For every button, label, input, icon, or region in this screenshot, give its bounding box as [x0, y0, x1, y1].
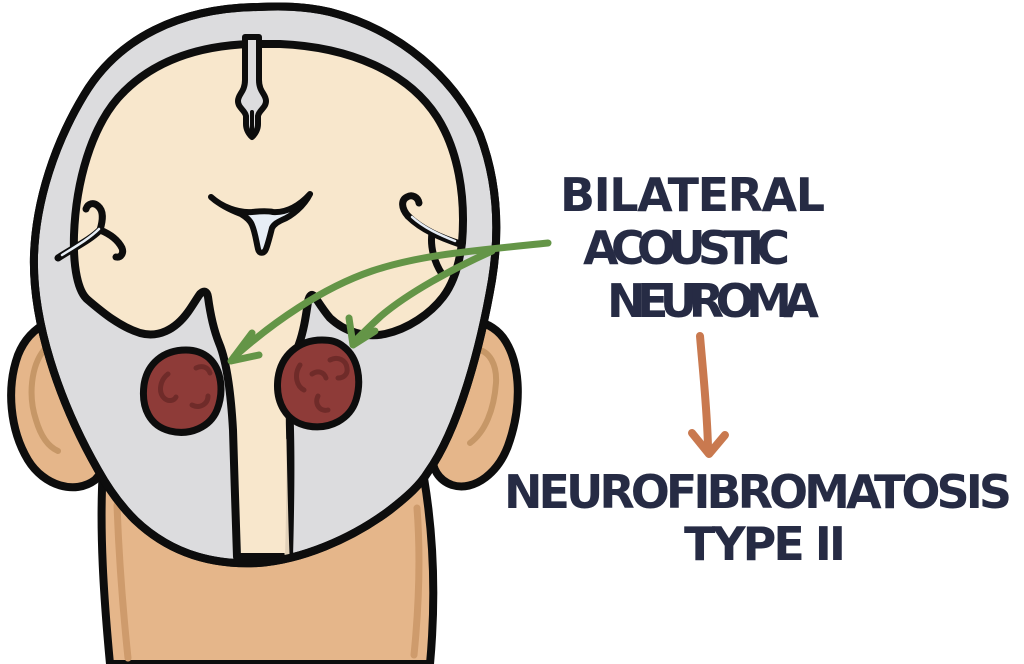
label-line-3: NEUROMA: [607, 274, 819, 328]
left-acoustic-neuroma: [139, 346, 225, 436]
diagnosis-line-2: TYPE II: [684, 517, 846, 571]
right-ear-inner-line: [467, 346, 500, 446]
implication-arrow-head: [688, 429, 729, 458]
diagnosis-line-1: NEUROFIBROMATOSIS: [504, 465, 1012, 519]
implication-arrow: [688, 332, 729, 458]
midline-fissure: [235, 34, 269, 140]
left-ear-inner-line: [28, 347, 61, 454]
right-tumor-texture: [294, 355, 350, 413]
neck-shade-left: [113, 501, 132, 662]
right-acoustic-neuroma: [274, 336, 363, 431]
head-illustration: [7, 2, 522, 664]
left-tumor-texture: [158, 364, 213, 409]
implication-arrow-shaft: [696, 332, 712, 451]
label-neurofibromatosis-type-ii: NEUROFIBROMATOSIS TYPE II: [504, 465, 1012, 571]
ventricle: [208, 191, 313, 256]
label-line-1: BILATERAL: [560, 168, 825, 222]
neck-shade-right: [410, 504, 423, 659]
pointer-arrow-right-head: [345, 314, 379, 349]
left-lateral-fissure: [54, 200, 127, 262]
brainstem-shade: [281, 437, 290, 557]
green-pointer-arrows: [227, 239, 552, 365]
pointer-arrow-left-shaft: [230, 239, 552, 361]
pointer-arrow-left-head: [227, 329, 263, 365]
skull-outline-restroke: [29, 2, 501, 568]
label-line-2: ACOUSTIC: [583, 221, 790, 275]
label-bilateral-acoustic-neuroma: BILATERAL ACOUSTIC NEUROMA: [560, 168, 825, 328]
pointer-arrow-right-shaft: [351, 247, 496, 345]
